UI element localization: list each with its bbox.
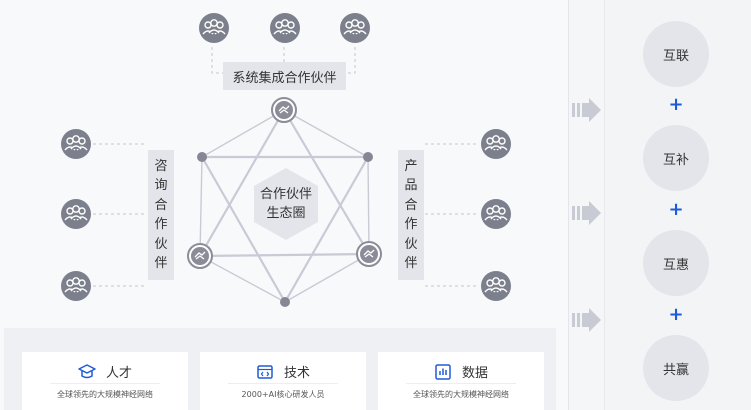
card-title: 人才 <box>22 362 188 381</box>
right-connectors <box>425 143 477 287</box>
bar-chart-icon <box>435 363 451 380</box>
label-char: 合 <box>154 197 168 213</box>
card-divider <box>50 383 160 384</box>
label-char: 伙 <box>404 236 418 252</box>
partner-group-icon <box>60 198 92 230</box>
left-connectors <box>93 143 147 287</box>
partner-group-icon <box>339 12 371 44</box>
benefit-mutual-benefit: 互惠 <box>643 230 709 296</box>
arrow-right-icon <box>572 98 601 122</box>
arrow-right-icon <box>572 201 601 225</box>
card-divider <box>228 383 338 384</box>
system-integration-partner-label: 系统集成合作伙伴 <box>223 62 346 90</box>
divider-line <box>568 0 569 410</box>
ecosystem-center-label: 合作伙伴 生态圈 <box>252 185 320 223</box>
center-line-2: 生态圈 <box>266 206 306 221</box>
benefit-interconnect: 互联 <box>643 21 709 87</box>
data-card: 数据 全球领先的大规模神经网络 <box>378 352 544 410</box>
center-hexagon <box>254 168 318 240</box>
card-title-text: 技术 <box>283 366 310 381</box>
partner-group-icon <box>269 12 301 44</box>
code-window-icon <box>257 364 273 379</box>
center-line-1: 合作伙伴 <box>259 187 312 202</box>
label-char: 产 <box>404 158 418 174</box>
network-graph <box>60 12 512 307</box>
card-subtitle: 全球领先的大规模神经网络 <box>413 390 509 399</box>
label-char: 伴 <box>154 256 168 271</box>
technology-card: 技术 2000+AI核心研发人员 <box>200 352 366 410</box>
card-subtitle: 全球领先的大规模神经网络 <box>57 390 153 399</box>
arrow-right-icon <box>572 308 601 332</box>
label-char: 作 <box>154 217 168 232</box>
card-title: 技术 <box>200 362 366 381</box>
card-title: 数据 <box>378 362 544 381</box>
arrow-column <box>568 0 604 410</box>
handshake-icon <box>271 97 297 123</box>
label-char: 咨 <box>154 158 168 174</box>
node-dot <box>197 152 207 162</box>
label-char: 伙 <box>154 236 168 252</box>
partner-group-icon <box>480 270 512 302</box>
benefit-win-win: 共赢 <box>643 335 709 401</box>
node-dot <box>280 297 290 307</box>
card-title-text: 人才 <box>105 366 132 381</box>
graduation-cap-icon <box>78 363 96 378</box>
benefit-complement: 互补 <box>643 125 709 191</box>
partner-group-icon <box>480 198 512 230</box>
star-triangles <box>198 107 371 305</box>
product-partner-label: 产 品 合 作 伙 伴 <box>398 150 424 280</box>
top-connectors <box>211 47 356 74</box>
plus-icon: + <box>668 304 684 325</box>
card-subtitle: 2000+AI核心研发人员 <box>241 390 325 399</box>
card-title-text: 数据 <box>461 366 488 381</box>
card-divider <box>406 383 516 384</box>
partner-group-icon <box>60 128 92 160</box>
handshake-icon <box>187 243 213 269</box>
plus-icon: + <box>668 94 684 115</box>
label-char: 伴 <box>404 256 418 271</box>
partner-group-icon <box>480 128 512 160</box>
divider-line-right <box>604 0 605 410</box>
partner-group-icon <box>60 270 92 302</box>
node-dot <box>363 152 373 162</box>
label-char: 品 <box>404 178 418 193</box>
consulting-partner-label: 咨 询 合 作 伙 伴 <box>148 150 174 280</box>
talent-card: 人才 全球领先的大规模神经网络 <box>22 352 188 410</box>
plus-icon: + <box>668 199 684 220</box>
label-char: 作 <box>404 217 418 232</box>
partner-group-icon <box>198 12 230 44</box>
label-char: 询 <box>154 178 168 193</box>
label-char: 合 <box>404 197 418 213</box>
handshake-icon <box>356 241 382 267</box>
hexagon-edges <box>199 109 370 303</box>
